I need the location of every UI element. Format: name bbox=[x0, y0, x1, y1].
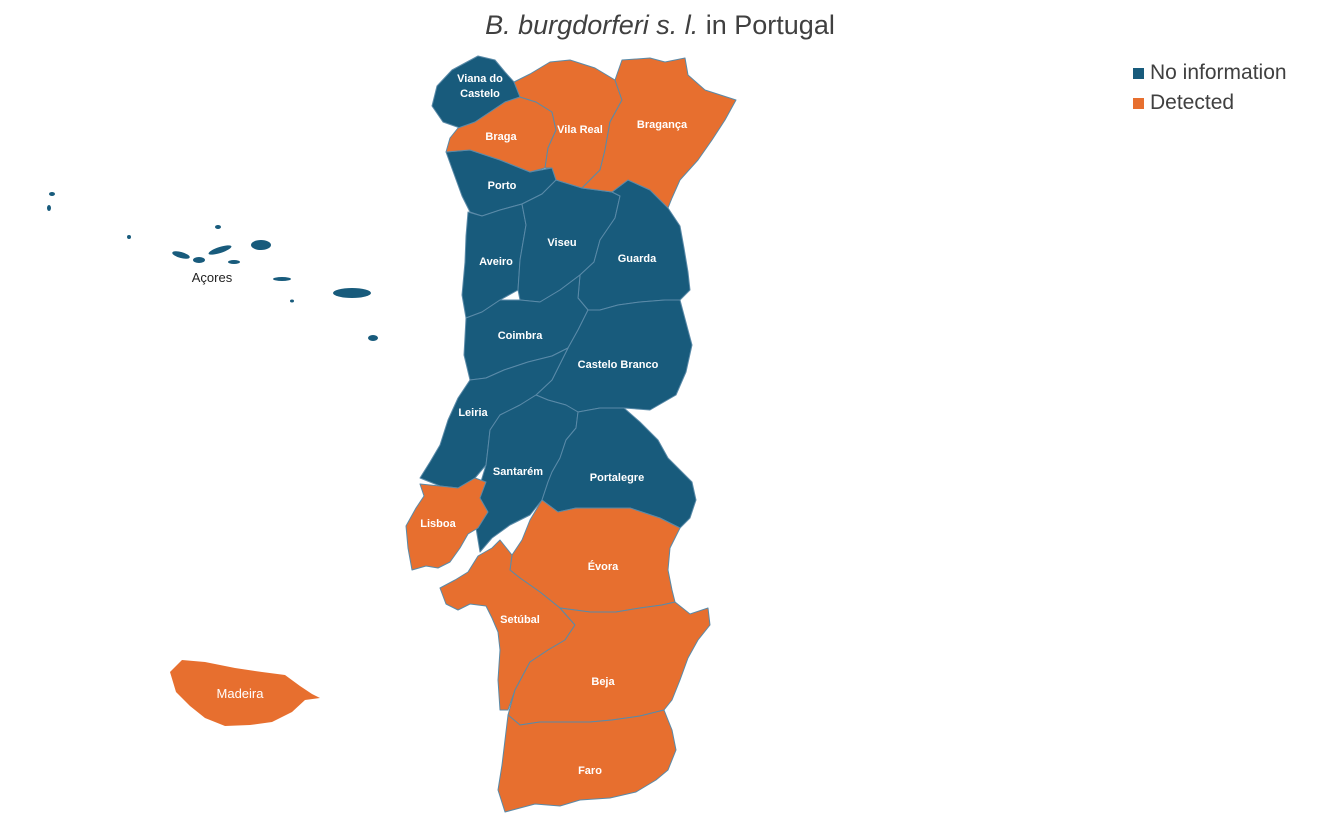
legend-swatch-detected bbox=[1133, 97, 1144, 109]
map-title-species: B. burgdorferi s. l. bbox=[485, 10, 699, 40]
map-title-region: in Portugal bbox=[705, 10, 835, 40]
label-faro: Faro bbox=[578, 765, 602, 777]
label-porto: Porto bbox=[488, 180, 517, 192]
label-castelo-branco: Castelo Branco bbox=[578, 359, 659, 371]
label-braga: Braga bbox=[485, 131, 517, 143]
district-aveiro[interactable] bbox=[461, 203, 527, 319]
district-lisboa[interactable] bbox=[405, 477, 489, 571]
district-faro[interactable] bbox=[497, 709, 677, 813]
label-setubal: Setúbal bbox=[500, 614, 540, 626]
label-portalegre: Portalegre bbox=[590, 472, 644, 484]
madeira-island[interactable] bbox=[170, 660, 320, 726]
map-title: B. burgdorferi s. l. in Portugal bbox=[0, 10, 1320, 41]
label-vila-real: Vila Real bbox=[557, 124, 603, 136]
legend-label-no-information: No information bbox=[1150, 61, 1287, 84]
label-lisboa: Lisboa bbox=[420, 518, 456, 530]
label-evora: Évora bbox=[588, 560, 619, 573]
label-viana-do-castelo-line2: Castelo bbox=[460, 88, 500, 100]
label-beja: Beja bbox=[591, 676, 615, 688]
legend-swatch-no-information bbox=[1133, 67, 1144, 79]
label-guarda: Guarda bbox=[618, 253, 657, 265]
legend-label-detected: Detected bbox=[1150, 91, 1235, 114]
label-aveiro: Aveiro bbox=[479, 256, 513, 268]
label-viana-do-castelo-line1: Viana do bbox=[457, 73, 503, 85]
label-viseu: Viseu bbox=[547, 237, 576, 249]
label-acores: Açores bbox=[192, 270, 233, 285]
district-braganca[interactable] bbox=[581, 57, 737, 209]
legend: No information Detected bbox=[1133, 58, 1287, 118]
label-madeira: Madeira bbox=[217, 686, 265, 701]
label-santarem: Santarém bbox=[493, 466, 543, 478]
district-setubal[interactable] bbox=[439, 539, 576, 711]
label-coimbra: Coimbra bbox=[498, 330, 544, 342]
legend-item-detected: Detected bbox=[1133, 88, 1287, 118]
label-leiria: Leiria bbox=[458, 407, 488, 419]
label-braganca: Bragança bbox=[637, 119, 688, 131]
legend-item-no-information: No information bbox=[1133, 58, 1287, 88]
acores-islands[interactable] bbox=[47, 192, 378, 341]
